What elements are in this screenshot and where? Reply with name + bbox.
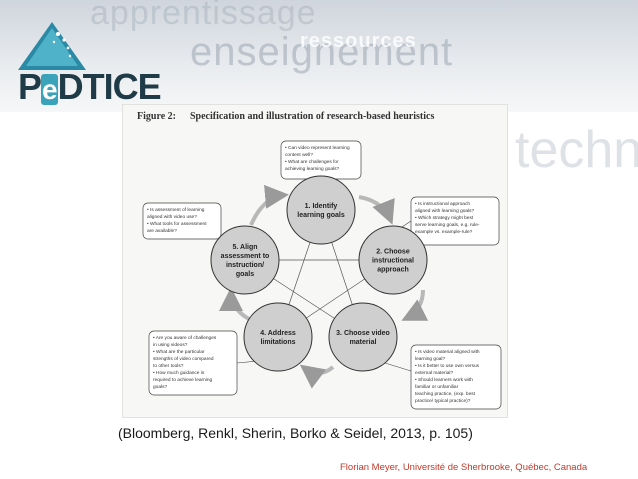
step-label: 2. Choose [376, 249, 410, 256]
note-line: • Can video represent learning [285, 145, 350, 151]
note-line: practice/ typical practice)? [415, 398, 471, 404]
step-label: 4. Address [260, 330, 296, 337]
logo-triangle-icon [18, 22, 86, 70]
note-line: • What are challenges for [285, 159, 339, 165]
step-label: learning goals [297, 212, 345, 219]
note-line: external material? [415, 370, 453, 376]
note-line: serve learning goals, e.g. rule- [415, 222, 480, 228]
step-label: material [350, 339, 377, 346]
note-line: in using videos? [153, 342, 188, 348]
note-pointer [384, 362, 412, 372]
heuristics-diagram: • Can video represent learning content w… [142, 140, 502, 410]
note-line: • Is video material aligned with [415, 349, 480, 355]
note-line: goals? [153, 384, 167, 390]
cycle-arrow [401, 289, 429, 321]
step-label: instructional [372, 258, 414, 265]
step-label: 1. Identify [305, 203, 338, 210]
step-circle [243, 302, 313, 372]
header-banner: apprentissage enseignement ressources Pe… [0, 0, 638, 112]
logo-wordmark: PeDTICE [18, 66, 162, 107]
step-label: approach [377, 267, 409, 274]
watermark-word: apprentissage [90, 0, 317, 32]
note-line: learning goal? [415, 356, 445, 362]
pedtice-logo: PeDTICE [18, 22, 178, 107]
note-line: aligned with video use? [147, 214, 197, 220]
watermark-word: enseignement [190, 30, 454, 74]
note-line: • Which strategy might best [415, 215, 474, 221]
note-line: example vs. example-rule? [415, 229, 473, 235]
step-circle [358, 225, 428, 295]
note-line: • What tools for assessment [147, 221, 207, 227]
step-label: assessment to [221, 253, 270, 260]
note-line: • Is assessment of learning [147, 207, 205, 213]
note-boxes: • Can video represent learning content w… [142, 140, 502, 410]
note-line: aligned with learning goals? [415, 208, 475, 214]
note-box [410, 344, 502, 410]
step-label: limitations [260, 339, 295, 346]
figure-caption: Figure 2:Specification and illustration … [137, 111, 435, 122]
step-circle [210, 225, 280, 295]
step-circle [286, 175, 356, 245]
cycle-arrow [249, 184, 289, 226]
note-line: to other tools? [153, 363, 184, 369]
cycle-arrows [219, 184, 429, 389]
step-label: 3. Choose video [336, 330, 390, 337]
note-line: achieving learning goals? [285, 166, 339, 172]
step-label: goals [236, 271, 254, 278]
note-box [142, 202, 222, 240]
note-line: are available? [147, 228, 177, 234]
note-line: strengths of video compared [153, 356, 214, 362]
cycle-arrow [299, 364, 335, 389]
watermark-word: technologie [515, 121, 638, 179]
note-line: • Are you aware of challenges [153, 335, 217, 341]
note-line: familiar or unfamiliar [415, 384, 459, 390]
step-label: instruction/ [226, 262, 264, 269]
cycle-arrow [219, 287, 251, 321]
cycle-arrow [358, 195, 395, 225]
note-line: • How much guidance is [153, 370, 205, 376]
note-line: teaching practice, (exp. best [415, 391, 476, 397]
watermark-word: ressources [300, 30, 417, 52]
citation-text: (Bloomberg, Renkl, Sherin, Borko & Seide… [118, 425, 473, 441]
note-line: content well? [285, 152, 313, 158]
note-line: required to achieve learning [153, 377, 213, 383]
note-line: • What are the particular [153, 349, 205, 355]
step-circles: 1. Identify learning goals 2. Choose instru… [210, 175, 428, 372]
step-label: 5. Align [232, 244, 257, 251]
note-line: • Is instructional approach [415, 201, 470, 207]
note-line: • Should learners work with [415, 377, 473, 383]
author-credit: Florian Meyer, Université de Sherbrooke,… [340, 462, 588, 473]
step-circle [328, 302, 398, 372]
figure-image: Figure 2:Specification and illustration … [122, 104, 508, 418]
note-line: • Is it better to use own versus [415, 363, 480, 369]
